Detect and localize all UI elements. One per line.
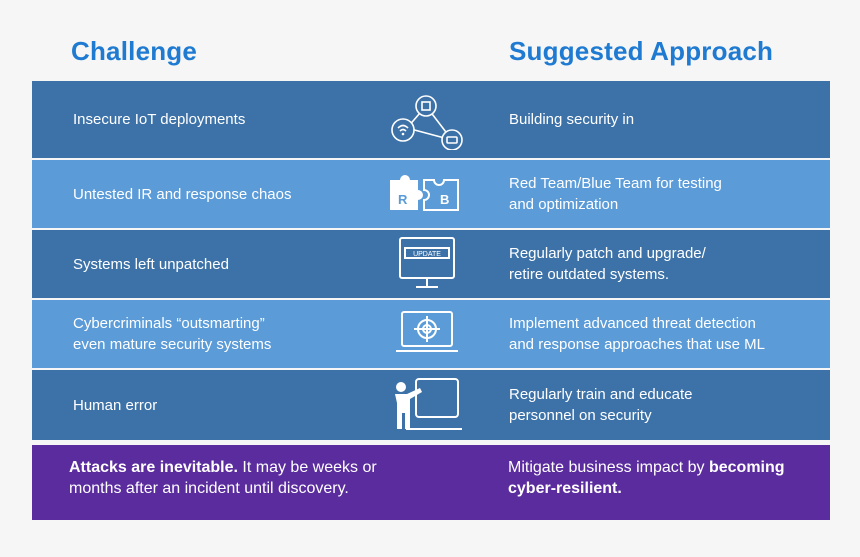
table-row: Cybercriminals “outsmarting” even mature… bbox=[32, 300, 830, 370]
puzzle-red-blue-icon: R B bbox=[386, 164, 466, 224]
approach-cell: Regularly patch and upgrade/ retire outd… bbox=[509, 245, 706, 283]
table-row: Human error Regularly train and educate … bbox=[32, 370, 830, 442]
footer-right: Mitigate business impact by becoming cyb… bbox=[508, 457, 808, 499]
footer-right-bold: becoming cyber-resilient. bbox=[508, 459, 785, 497]
table-row: Untested IR and response chaos R B Red T… bbox=[32, 160, 830, 230]
approach-cell: Regularly train and educate personnel on… bbox=[509, 386, 693, 424]
footer-left-bold: Attacks are inevitable. bbox=[69, 459, 238, 476]
footer-right-text: Mitigate business impact by bbox=[508, 459, 709, 476]
r-label: R bbox=[398, 192, 408, 207]
update-monitor-icon: UPDATE bbox=[386, 234, 466, 294]
approach-heading: Suggested Approach bbox=[509, 36, 774, 66]
update-label: UPDATE bbox=[413, 251, 441, 258]
table-row: Insecure IoT deployments Building securi… bbox=[32, 81, 830, 160]
challenge-cell: Cybercriminals “outsmarting” even mature… bbox=[73, 315, 272, 353]
challenge-cell: Human error bbox=[73, 396, 158, 414]
challenge-cell: Insecure IoT deployments bbox=[73, 111, 246, 128]
challenge-heading: Challenge bbox=[71, 36, 198, 66]
footer-left-text: It may be weeks or months after an incid… bbox=[69, 459, 377, 497]
b-label: B bbox=[440, 192, 449, 207]
approach-cell: Red Team/Blue Team for testing and optim… bbox=[509, 175, 722, 213]
challenge-cell: Untested IR and response chaos bbox=[73, 185, 292, 203]
footer-banner: Attacks are inevitable. It may be weeks … bbox=[32, 445, 830, 520]
presenter-board-icon bbox=[386, 375, 466, 435]
footer-left: Attacks are inevitable. It may be weeks … bbox=[69, 457, 429, 499]
laptop-target-icon bbox=[386, 304, 466, 364]
challenge-cell: Systems left unpatched bbox=[73, 255, 229, 273]
challenge-table: Insecure IoT deployments Building securi… bbox=[32, 81, 830, 442]
table-row: Systems left unpatched UPDATE Regularly … bbox=[32, 230, 830, 300]
iot-network-icon bbox=[386, 90, 466, 151]
approach-cell: Building security in bbox=[509, 111, 635, 128]
approach-cell: Implement advanced threat detection and … bbox=[509, 315, 766, 353]
